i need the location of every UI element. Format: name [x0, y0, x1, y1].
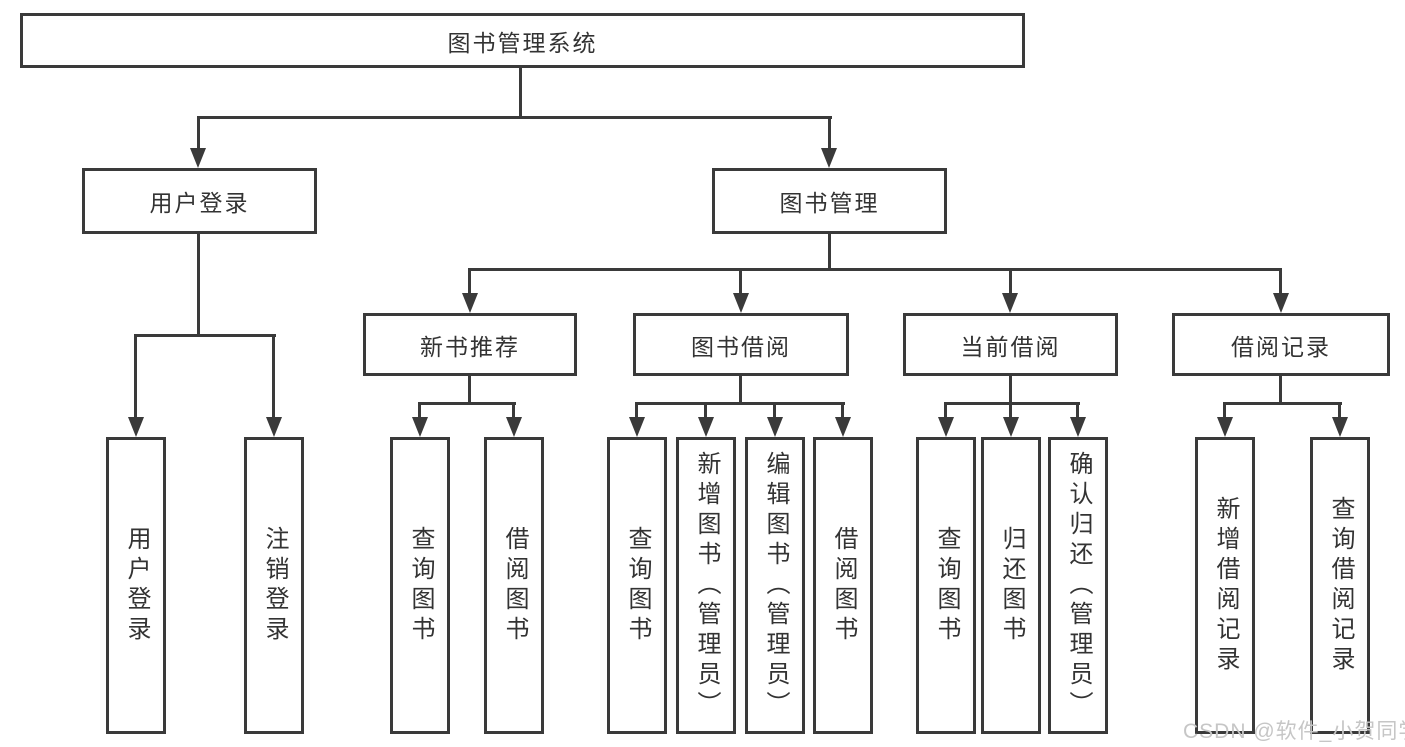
arrowhead-down-icon [128, 417, 144, 437]
leaf-logout: 注销登录 [244, 437, 304, 734]
arrowhead-down-icon [835, 417, 851, 437]
leaf-return-books: 归还图书 [981, 437, 1041, 734]
connector-vline [1076, 402, 1079, 424]
leaf-edit-books-admin: 编辑图书（管理员） [745, 437, 805, 734]
leaf-borrow-books: 借阅图书 [813, 437, 873, 734]
connector-vline [1338, 402, 1341, 424]
leaf-add-borrow-record: 新增借阅记录 [1195, 437, 1255, 734]
leaf-query-books-recommend: 查询图书 [390, 437, 450, 734]
connector-vline [468, 268, 471, 298]
connector-vline [272, 334, 275, 424]
connector-hline [197, 116, 832, 119]
arrowhead-down-icon [266, 417, 282, 437]
arrowhead-down-icon [462, 293, 478, 313]
arrowhead-down-icon [698, 417, 714, 437]
leaf-add-books-admin: 新增图书（管理员） [676, 437, 736, 734]
connector-vline [944, 402, 947, 424]
node-book-management: 图书管理 [712, 168, 947, 234]
connector-hline [419, 402, 516, 405]
connector-vline [1009, 268, 1012, 298]
leaf-query-books-borrowing: 查询图书 [607, 437, 667, 734]
csdn-watermark: CSDN @软件_小贺同学 [1183, 720, 1405, 743]
connector-vline [134, 334, 137, 424]
arrowhead-down-icon [767, 417, 783, 437]
connector-vline [1279, 268, 1282, 298]
connector-hline [468, 268, 1282, 271]
connector-vline [739, 374, 742, 405]
node-library-management-system: 图书管理系统 [20, 13, 1025, 68]
connector-vline [841, 402, 844, 424]
arrowhead-down-icon [629, 417, 645, 437]
node-borrowing-records: 借阅记录 [1172, 313, 1390, 376]
arrowhead-down-icon [506, 417, 522, 437]
arrowhead-down-icon [1332, 417, 1348, 437]
connector-vline [704, 402, 707, 424]
arrowhead-down-icon [938, 417, 954, 437]
connector-vline [1009, 402, 1012, 424]
arrowhead-down-icon [733, 293, 749, 313]
connector-vline [739, 268, 742, 298]
connector-vline [773, 402, 776, 424]
connector-vline [418, 402, 421, 424]
connector-vline [1009, 374, 1012, 405]
connector-vline [828, 232, 831, 271]
arrowhead-down-icon [1002, 293, 1018, 313]
leaf-borrow-books-recommend: 借阅图书 [484, 437, 544, 734]
arrowhead-down-icon [821, 148, 837, 168]
leaf-query-books-current: 查询图书 [916, 437, 976, 734]
arrowhead-down-icon [412, 417, 428, 437]
node-book-borrowing: 图书借阅 [633, 313, 849, 376]
leaf-user-login: 用户登录 [106, 437, 166, 734]
node-current-borrowing: 当前借阅 [903, 313, 1118, 376]
connector-vline [519, 66, 522, 119]
arrowhead-down-icon [1217, 417, 1233, 437]
leaf-query-borrow-record: 查询借阅记录 [1310, 437, 1370, 734]
leaf-confirm-return-admin: 确认归还（管理员） [1048, 437, 1108, 734]
arrowhead-down-icon [1003, 417, 1019, 437]
node-new-book-recommendation: 新书推荐 [363, 313, 577, 376]
connector-vline [512, 402, 515, 424]
connector-vline [828, 116, 831, 152]
connector-vline [197, 116, 200, 152]
node-user-login: 用户登录 [82, 168, 317, 234]
connector-hline [1223, 402, 1342, 405]
arrowhead-down-icon [1273, 293, 1289, 313]
connector-hline [636, 402, 845, 405]
connector-vline [197, 232, 200, 337]
connector-hline [135, 334, 276, 337]
connector-vline [1223, 402, 1226, 424]
arrowhead-down-icon [190, 148, 206, 168]
connector-vline [468, 374, 471, 405]
connector-vline [635, 402, 638, 424]
connector-hline [944, 402, 1080, 405]
arrowhead-down-icon [1070, 417, 1086, 437]
connector-vline [1279, 374, 1282, 405]
